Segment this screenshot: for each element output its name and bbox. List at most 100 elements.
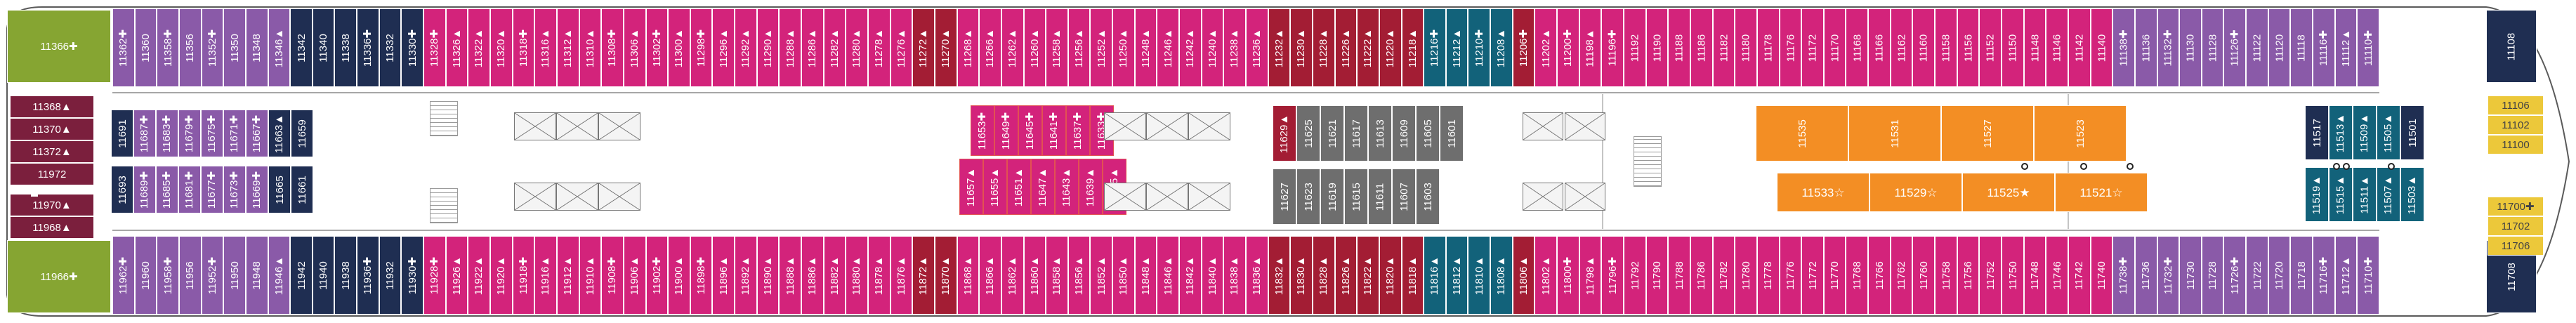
cabin[interactable]: 11657▲	[959, 159, 983, 215]
cabin[interactable]: 11260▲	[1023, 8, 1046, 87]
cabin[interactable]: 11888▲	[779, 236, 802, 315]
cabin[interactable]: 11136	[2134, 8, 2157, 87]
cabin[interactable]: 11178	[1756, 8, 1780, 87]
cabin[interactable]: 11108	[2486, 10, 2537, 83]
cabin[interactable]: 11368▲	[10, 95, 94, 118]
cabin[interactable]: 11667✚	[246, 110, 268, 157]
cabin[interactable]: 11308✚	[601, 8, 624, 87]
cabin[interactable]: 11766	[1868, 236, 1891, 315]
cabin[interactable]: 11248▲	[1134, 8, 1157, 87]
cabin[interactable]: 11615	[1344, 169, 1368, 225]
cabin[interactable]: 11792	[1624, 236, 1646, 315]
cabin[interactable]: 11529☆	[1869, 173, 1962, 212]
cabin[interactable]: 11830▲	[1290, 236, 1313, 315]
cabin[interactable]: 11246▲	[1157, 8, 1180, 87]
cabin[interactable]: 11170	[1823, 8, 1846, 87]
cabin[interactable]: 11768	[1846, 236, 1869, 315]
cabin[interactable]: 11210✚	[1468, 8, 1491, 87]
cabin[interactable]: 11645✚	[1018, 105, 1042, 156]
cabin[interactable]: 11700✚	[2488, 197, 2544, 216]
cabin[interactable]: 11928✚	[423, 236, 446, 315]
cabin[interactable]: 11856▲	[1067, 236, 1091, 315]
cabin[interactable]: 11533☆	[1777, 173, 1869, 212]
cabin[interactable]: 11118	[2290, 8, 2313, 87]
cabin[interactable]: 11671✚	[223, 110, 246, 157]
cabin[interactable]: 11282▲	[823, 8, 846, 87]
cabin[interactable]: 11702	[2488, 216, 2544, 236]
cabin[interactable]: 11156	[1957, 8, 1980, 87]
cabin[interactable]: 11687✚	[133, 110, 156, 157]
cabin[interactable]: 11786	[1690, 236, 1713, 315]
cabin[interactable]: 11158	[1935, 8, 1957, 87]
cabin[interactable]: 11130	[2179, 8, 2202, 87]
cabin[interactable]: 11128	[2201, 8, 2224, 87]
cabin[interactable]: 11840▲	[1201, 236, 1224, 315]
cabin[interactable]: 11288▲	[779, 8, 802, 87]
cabin[interactable]: 11882▲	[823, 236, 846, 315]
cabin[interactable]: 11780	[1735, 236, 1757, 315]
cabin[interactable]: 11242▲	[1179, 8, 1202, 87]
cabin[interactable]: 11346▲	[268, 8, 291, 87]
cabin[interactable]: 11501	[2400, 105, 2424, 160]
cabin[interactable]: 11920▲	[490, 236, 513, 315]
cabin[interactable]: 11812▲	[1445, 236, 1468, 315]
cabin[interactable]: 11850▲	[1112, 236, 1135, 315]
cabin[interactable]: 11330✚	[401, 8, 424, 87]
cabin[interactable]: 11728	[2201, 236, 2224, 315]
cabin[interactable]: 11918✚	[512, 236, 535, 315]
cabin[interactable]: 11200✚	[1557, 8, 1579, 87]
cabin[interactable]: 11515▲	[2329, 167, 2353, 222]
cabin[interactable]: 11910▲	[579, 236, 602, 315]
cabin[interactable]: 11511▲	[2353, 167, 2377, 222]
cabin[interactable]: 11122	[2246, 8, 2268, 87]
cabin[interactable]: 11872▲	[912, 236, 935, 315]
cabin[interactable]: 11521☆	[2055, 173, 2148, 212]
cabin[interactable]: 11236▲	[1246, 8, 1268, 87]
cabin[interactable]: 11673✚	[223, 166, 246, 213]
cabin[interactable]: 11146	[2046, 8, 2068, 87]
cabin[interactable]: 11312▲	[556, 8, 579, 87]
cabin[interactable]: 11358✚	[157, 8, 179, 87]
cabin[interactable]: 11525★	[1962, 173, 2055, 212]
cabin[interactable]: 11320▲	[490, 8, 513, 87]
cabin[interactable]: 11613	[1368, 105, 1392, 162]
cabin[interactable]: 11810▲	[1468, 236, 1491, 315]
cabin[interactable]: 11621	[1320, 105, 1344, 162]
cabin[interactable]: 11262▲	[1001, 8, 1024, 87]
cabin[interactable]: 11796✚	[1601, 236, 1624, 315]
cabin[interactable]: 11655▲	[983, 159, 1007, 215]
cabin[interactable]: 11691	[111, 110, 133, 157]
cabin[interactable]: 11970▲	[10, 194, 94, 216]
cabin[interactable]: 11782	[1712, 236, 1735, 315]
cabin[interactable]: 11712▲	[2334, 236, 2358, 315]
cabin[interactable]: 11886▲	[801, 236, 824, 315]
cabin[interactable]: 11685✚	[156, 166, 178, 213]
cabin[interactable]: 11172	[1801, 8, 1824, 87]
cabin[interactable]: 11750	[2002, 236, 2024, 315]
cabin[interactable]: 11611	[1368, 169, 1392, 225]
cabin[interactable]: 11316▲	[534, 8, 557, 87]
cabin[interactable]: 11208▲	[1490, 8, 1513, 87]
cabin[interactable]: 11639▲	[1079, 159, 1103, 215]
cabin[interactable]: 11906▲	[623, 236, 646, 315]
cabin[interactable]: 11643▲	[1055, 159, 1079, 215]
cabin[interactable]: 11870▲	[934, 236, 957, 315]
cabin[interactable]: 11842▲	[1179, 236, 1202, 315]
cabin[interactable]: 11730	[2179, 236, 2202, 315]
cabin[interactable]: 11222▲	[1357, 8, 1379, 87]
cabin[interactable]: 11858▲	[1046, 236, 1068, 315]
cabin[interactable]: 11816▲	[1424, 236, 1446, 315]
cabin[interactable]: 11902✚	[645, 236, 669, 315]
cabin[interactable]: 11820▲	[1379, 236, 1402, 315]
cabin[interactable]: 11250▲	[1112, 8, 1135, 87]
cabin[interactable]: 11322▲	[468, 8, 490, 87]
cabin[interactable]: 11332	[379, 8, 402, 87]
cabin[interactable]: 11162	[1890, 8, 1913, 87]
cabin[interactable]: 11637✚	[1066, 105, 1090, 156]
cabin[interactable]: 11212▲	[1445, 8, 1468, 87]
cabin[interactable]: 11198▲	[1579, 8, 1602, 87]
cabin[interactable]: 11848▲	[1134, 236, 1157, 315]
cabin[interactable]: 11527	[1941, 105, 2034, 162]
cabin[interactable]: 11748	[2023, 236, 2046, 315]
cabin[interactable]: 11746	[2046, 236, 2068, 315]
